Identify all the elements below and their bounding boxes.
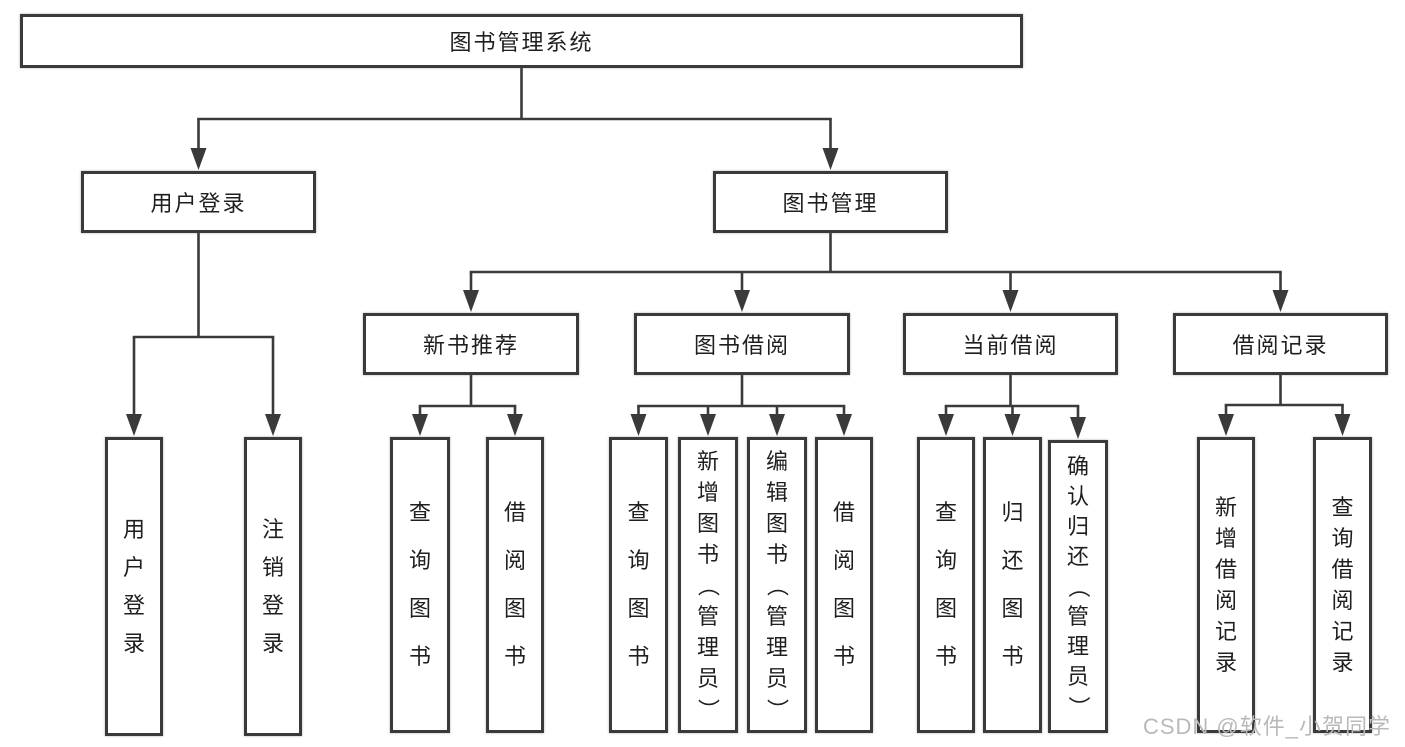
node-leaf-cur-return: 归还图书 (983, 437, 1042, 733)
node-root: 图书管理系统 (20, 14, 1023, 68)
node-label: 当前借阅 (962, 333, 1059, 358)
arrowhead-icon (412, 414, 428, 436)
node-leaf-bor-borrow: 借阅图书 (815, 437, 873, 733)
arrowhead-icon (1334, 414, 1351, 436)
node-label: 新增借阅记录 (1214, 495, 1237, 675)
arrowhead-icon (507, 414, 523, 436)
node-label: 查询图书 (408, 500, 431, 669)
arrowhead-icon (1218, 414, 1234, 436)
arrowhead-icon (1002, 290, 1019, 312)
node-label: 确认归还（管理员） (1066, 453, 1091, 718)
watermark: CSDN @软件_小贺同学 (1142, 714, 1391, 739)
node-label: 用户登录 (150, 191, 247, 216)
node-label: 查询借阅记录 (1331, 495, 1354, 675)
arrowhead-icon (190, 148, 207, 170)
arrowhead-icon (822, 148, 839, 170)
node-leaf-logout: 注销登录 (244, 437, 302, 736)
arrowhead-icon (1004, 414, 1021, 436)
node-leaf-rec-borrow: 借阅图书 (486, 437, 544, 733)
node-label: 归还图书 (1001, 500, 1024, 669)
node-book-mgmt: 图书管理 (713, 171, 948, 233)
arrowhead-icon (836, 414, 852, 436)
node-leaf-cur-query: 查询图书 (917, 437, 975, 733)
arrowhead-icon (734, 290, 750, 312)
node-book-borrow: 图书借阅 (634, 313, 850, 375)
node-leaf-log-query: 查询借阅记录 (1313, 437, 1372, 733)
arrowhead-icon (1070, 417, 1086, 439)
node-label: 图书管理系统 (449, 30, 594, 55)
arrowhead-icon (938, 414, 954, 436)
node-label: 编辑图书（管理员） (764, 448, 790, 721)
arrowhead-icon (265, 414, 281, 436)
node-leaf-bor-add: 新增图书（管理员） (678, 437, 738, 733)
node-new-book-rec: 新书推荐 (363, 313, 579, 375)
arrowhead-icon (463, 290, 479, 312)
arrowhead-icon (630, 414, 647, 436)
node-leaf-rec-query: 查询图书 (390, 437, 450, 733)
node-label: 新增图书（管理员） (695, 448, 721, 721)
node-current-borrow: 当前借阅 (903, 313, 1118, 375)
node-leaf-bor-edit: 编辑图书（管理员） (747, 437, 807, 733)
node-label: 用户登录 (122, 516, 145, 656)
arrowhead-icon (126, 414, 142, 436)
node-leaf-bor-query: 查询图书 (609, 437, 668, 733)
node-label: 借阅图书 (503, 500, 526, 669)
node-label: 借阅图书 (832, 500, 855, 669)
arrowhead-icon (1272, 290, 1289, 312)
node-label: 查询图书 (934, 500, 957, 669)
node-label: 新书推荐 (422, 333, 519, 358)
arrowhead-icon (700, 414, 716, 436)
node-leaf-user-login: 用户登录 (105, 437, 163, 736)
node-leaf-log-add: 新增借阅记录 (1197, 437, 1255, 733)
node-label: 图书管理 (782, 191, 879, 216)
node-label: 查询图书 (627, 500, 650, 669)
node-label: 注销登录 (261, 516, 284, 656)
node-label: 图书借阅 (693, 333, 790, 358)
node-label: 借阅记录 (1232, 333, 1329, 358)
node-borrow-records: 借阅记录 (1173, 313, 1388, 375)
arrowhead-icon (769, 414, 785, 436)
node-leaf-cur-confirm: 确认归还（管理员） (1048, 440, 1108, 733)
node-user-login: 用户登录 (81, 171, 316, 233)
